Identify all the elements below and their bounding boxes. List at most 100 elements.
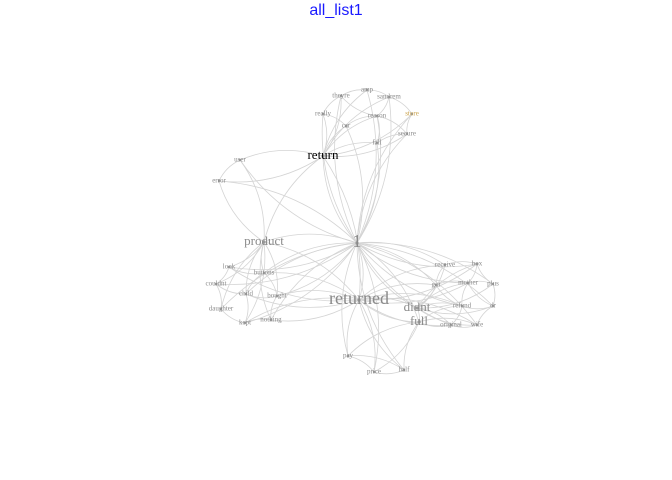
node-wife: wife xyxy=(471,321,483,329)
node-dot-dr xyxy=(491,304,495,308)
node-label-refund: refund xyxy=(453,302,472,310)
node-dot-didnt xyxy=(415,306,419,310)
edge-return-error xyxy=(218,155,324,183)
node-dot-reason xyxy=(375,114,379,118)
node-secure: secure xyxy=(398,130,416,138)
node-label-error: error xyxy=(212,177,226,185)
node-dr: dr xyxy=(490,302,497,310)
node-label-pay: pay xyxy=(343,352,354,360)
node-label-dr: dr xyxy=(490,302,497,310)
edge-returned-refund xyxy=(358,293,463,307)
edge-return-user xyxy=(239,150,324,161)
node-label-half: half xyxy=(399,366,411,374)
edge-receive-got xyxy=(435,264,446,286)
node-product: product xyxy=(244,233,284,248)
edge-returned-full xyxy=(358,299,420,323)
node-dot-store xyxy=(410,112,414,116)
edge-got-refund xyxy=(435,284,463,307)
edge-full-half xyxy=(403,321,420,371)
node-returned: returned xyxy=(329,288,389,308)
edge-really-car xyxy=(322,113,347,127)
node-label-theyre: theyre xyxy=(332,92,350,100)
edge-couldnt-daughter xyxy=(215,283,222,310)
node-dot-pay xyxy=(346,354,350,358)
edge-returned-box xyxy=(358,263,478,301)
node-really: really xyxy=(315,110,331,118)
node-dot-refund xyxy=(460,304,464,308)
edge-1-mother xyxy=(356,242,469,284)
edge-returned-got xyxy=(358,283,437,301)
edge-price-half xyxy=(373,369,405,375)
edge-buttons-child xyxy=(245,272,265,295)
edge-sandrem-store xyxy=(388,96,413,115)
node-got: got xyxy=(432,281,441,289)
edge-full-price xyxy=(373,321,420,373)
node-pay: pay xyxy=(343,352,354,360)
node-dot-box xyxy=(475,262,479,266)
edge-1-price xyxy=(356,242,380,373)
node-dot-half xyxy=(402,368,406,372)
edge-amp-sandrem xyxy=(366,89,390,98)
edge-receive-box xyxy=(444,261,478,266)
edge-user-error xyxy=(218,159,241,182)
node-dot-wife xyxy=(475,323,479,327)
edge-bought-nothing xyxy=(270,295,278,321)
node-dot-nothing xyxy=(269,318,273,322)
node-label-kept: kept xyxy=(239,319,251,327)
edge-child-kept xyxy=(244,293,249,324)
node-label-store: store xyxy=(405,110,419,118)
edge-1-user xyxy=(239,159,358,244)
edge-store-secure xyxy=(406,113,413,135)
edge-error-product xyxy=(218,180,265,243)
node-child: child xyxy=(239,290,253,298)
node-dot-daughter xyxy=(219,307,223,311)
edge-1-theyre xyxy=(334,95,358,244)
node-dot-child xyxy=(244,292,248,296)
edge-box-mother xyxy=(467,263,478,284)
edge-fall-secure xyxy=(376,133,408,144)
edge-returned-original xyxy=(358,299,452,326)
node-label-original: original xyxy=(440,321,462,329)
edge-original-wife xyxy=(450,324,478,328)
node-dot-full xyxy=(417,320,421,324)
node-daughter: daughter xyxy=(209,305,234,313)
edge-return-returned xyxy=(322,155,361,301)
node-dot-returned xyxy=(357,298,361,302)
node-dot-got xyxy=(434,283,438,287)
node-label-1: 1 xyxy=(353,231,362,251)
edge-fall-reason xyxy=(376,115,380,144)
edge-pay-half xyxy=(347,355,405,371)
node-kept: kept xyxy=(239,319,251,327)
node-label-wife: wife xyxy=(471,321,483,329)
node-dot-error xyxy=(217,179,221,183)
edge-1-car xyxy=(345,125,364,244)
edge-full-wife xyxy=(418,317,478,326)
edge-1-got xyxy=(356,242,437,286)
edge-refund-original xyxy=(450,305,463,326)
edge-1-dr xyxy=(356,242,494,307)
node-fall: fall xyxy=(372,139,381,147)
node-label-really: really xyxy=(315,110,331,118)
edge-1-kept xyxy=(244,242,358,324)
node-label-reason: reason xyxy=(368,112,387,120)
node-dot-bought xyxy=(275,294,279,298)
edge-daughter-kept xyxy=(220,308,246,324)
node-dot-couldnt xyxy=(214,282,218,286)
edge-returned-kept xyxy=(244,297,360,324)
node-dot-user xyxy=(238,158,242,162)
edge-theyre-reason xyxy=(340,95,378,117)
node-label-plus: plus xyxy=(487,280,499,288)
edge-1-wife xyxy=(356,242,478,326)
edge-return-sandrem xyxy=(322,96,390,157)
node-couldnt: couldnt xyxy=(206,280,227,288)
edge-1-couldnt xyxy=(215,242,358,285)
node-buttons: buttons xyxy=(254,269,275,277)
node-label-child: child xyxy=(239,290,253,298)
node-dot-secure xyxy=(405,132,409,136)
edge-return-product xyxy=(263,155,324,243)
node-store: store xyxy=(405,110,419,118)
edge-1-daughter xyxy=(220,242,358,310)
edge-theyre-really xyxy=(322,95,342,115)
node-theyre: theyre xyxy=(332,92,350,100)
